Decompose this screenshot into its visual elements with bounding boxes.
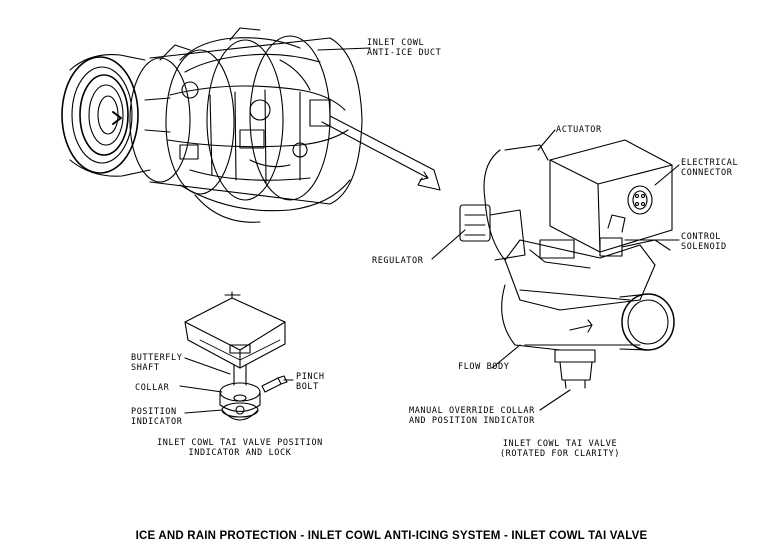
label-line: ANTI-ICE DUCT: [367, 48, 442, 58]
label-control-solenoid: CONTROL SOLENOID: [681, 232, 727, 252]
label-line: SOLENOID: [681, 242, 727, 252]
label-actuator: ACTUATOR: [556, 125, 602, 135]
label-regulator: REGULATOR: [372, 256, 424, 266]
engine-illustration: [61, 27, 441, 223]
label-electrical-connector: ELECTRICAL CONNECTOR: [681, 158, 738, 178]
label-line: PINCH: [296, 372, 325, 382]
label-line: CONTROL: [681, 232, 722, 242]
label-flow-body: FLOW BODY: [458, 362, 510, 372]
position-indicator-illustration: [179, 291, 294, 421]
label-line: BOLT: [296, 382, 319, 392]
label-butterfly-shaft: BUTTERFLY SHAFT: [131, 353, 182, 373]
caption-line: INDICATOR AND LOCK: [188, 448, 292, 458]
tai-valve-illustration: [431, 129, 680, 411]
label-manual-override-collar: MANUAL OVERRIDE COLLAR AND POSITION INDI…: [409, 406, 535, 426]
caption-line: INLET COWL TAI VALVE: [502, 439, 618, 449]
label-line: AND POSITION INDICATOR: [409, 416, 535, 426]
label-line: ELECTRICAL: [681, 158, 739, 168]
label-line: INLET COWL: [367, 38, 425, 48]
label-line: SHAFT: [131, 363, 160, 373]
caption-position-indicator-and-lock: INLET COWL TAI VALVE POSITION INDICATOR …: [130, 438, 350, 458]
label-line: POSITION: [131, 407, 177, 417]
label-pinch-bolt: PINCH BOLT: [296, 372, 325, 392]
page-title: ICE AND RAIN PROTECTION - INLET COWL ANT…: [135, 530, 648, 542]
label-line: INDICATOR: [131, 417, 183, 427]
caption-line: INLET COWL TAI VALVE POSITION: [157, 438, 323, 448]
caption-inlet-cowl-tai-valve: INLET COWL TAI VALVE (ROTATED FOR CLARIT…: [470, 439, 650, 459]
label-line: BUTTERFLY: [131, 353, 183, 363]
label-line: MANUAL OVERRIDE COLLAR: [409, 406, 535, 416]
caption-line: (ROTATED FOR CLARITY): [499, 449, 621, 459]
label-line: CONNECTOR: [681, 168, 733, 178]
label-collar: COLLAR: [135, 383, 170, 393]
label-position-indicator: POSITION INDICATOR: [131, 407, 182, 427]
label-inlet-cowl-anti-ice-duct: INLET COWL ANTI-ICE DUCT: [367, 38, 441, 58]
